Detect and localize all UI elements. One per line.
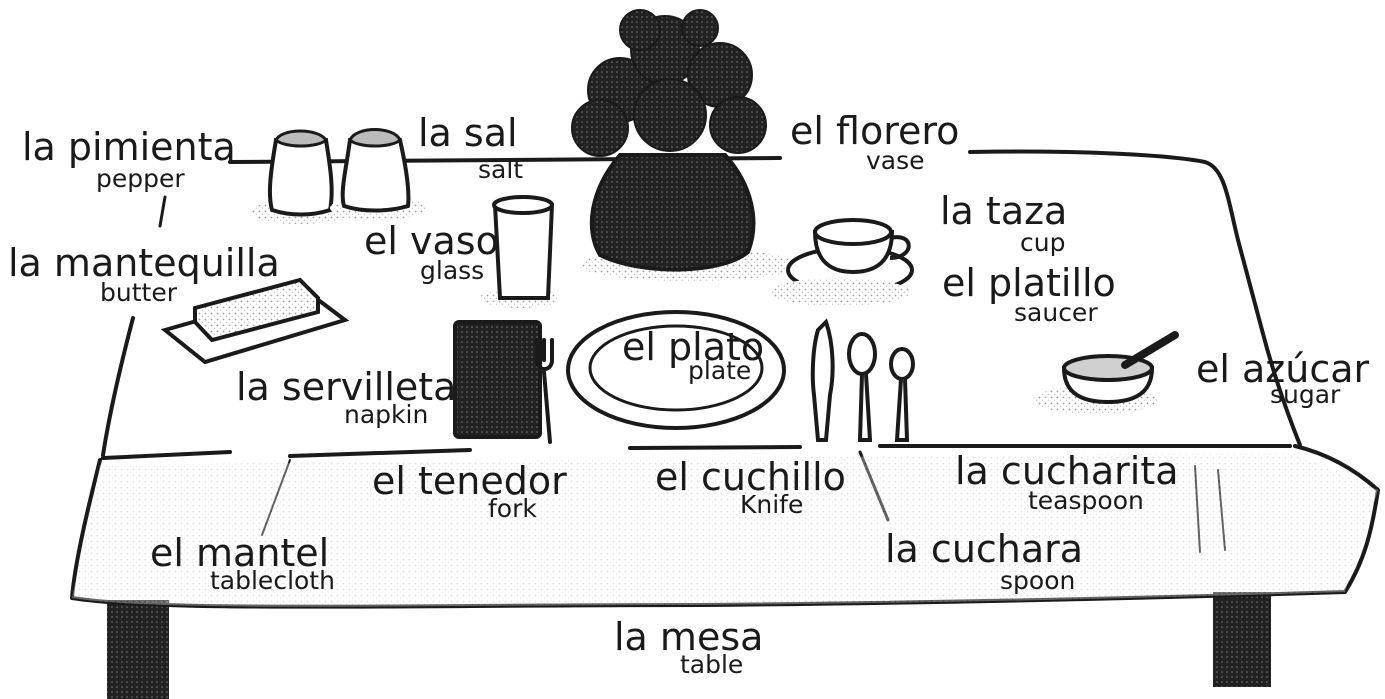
knife xyxy=(810,318,835,442)
label-cup: cup xyxy=(1020,228,1066,257)
label-cucharita: la cucharita xyxy=(955,449,1179,493)
cup-and-saucer xyxy=(770,218,914,306)
label-cuchillo: el cuchillo xyxy=(655,455,846,499)
label-spoon: spoon xyxy=(1000,566,1076,595)
spoon xyxy=(847,332,877,442)
label-vase: vase xyxy=(866,146,925,175)
napkin xyxy=(453,320,542,439)
label-vaso: el vaso xyxy=(364,219,499,263)
label-sugar: sugar xyxy=(1270,380,1341,409)
flowers xyxy=(571,9,767,157)
label-taza: la taza xyxy=(940,189,1068,233)
label-mesa: la mesa xyxy=(614,615,764,659)
label-saucer: saucer xyxy=(1014,298,1098,327)
label-cuchara: la cuchara xyxy=(885,527,1084,571)
plate xyxy=(566,310,786,430)
label-florero: el florero xyxy=(790,109,960,153)
label-pimienta: la pimienta xyxy=(22,125,236,169)
salt-shaker xyxy=(330,128,426,220)
label-plato: el plato xyxy=(622,325,765,369)
label-azucar: el azúcar xyxy=(1196,347,1370,391)
label-teaspoon: teaspoon xyxy=(1028,486,1144,515)
label-tenedor: el tenedor xyxy=(372,459,567,503)
label-fork: fork xyxy=(488,494,537,523)
label-sal: la sal xyxy=(418,111,518,155)
label-pepper: pepper xyxy=(96,164,185,193)
label-platillo: el platillo xyxy=(942,261,1116,305)
fork xyxy=(535,338,554,444)
label-plate: plate xyxy=(688,356,752,385)
vase xyxy=(580,153,800,281)
butter-dish xyxy=(160,277,350,365)
label-tablecloth: tablecloth xyxy=(210,566,335,595)
label-mantequilla: la mantequilla xyxy=(8,241,280,285)
table-legs xyxy=(107,592,1271,699)
label-napkin: napkin xyxy=(344,400,429,429)
glass xyxy=(480,195,560,308)
label-glass: glass xyxy=(420,256,485,285)
teaspoon xyxy=(889,347,915,442)
label-servilleta: la servilleta xyxy=(236,365,457,409)
pepper-shaker xyxy=(250,129,350,224)
label-knife: Knife xyxy=(740,490,804,519)
label-butter: butter xyxy=(100,278,177,307)
label-table: table xyxy=(680,650,744,679)
sugar-bowl xyxy=(1033,331,1179,414)
tablecloth-shading xyxy=(72,452,1378,607)
label-salt: salt xyxy=(478,155,524,184)
label-mantel: el mantel xyxy=(150,531,330,575)
